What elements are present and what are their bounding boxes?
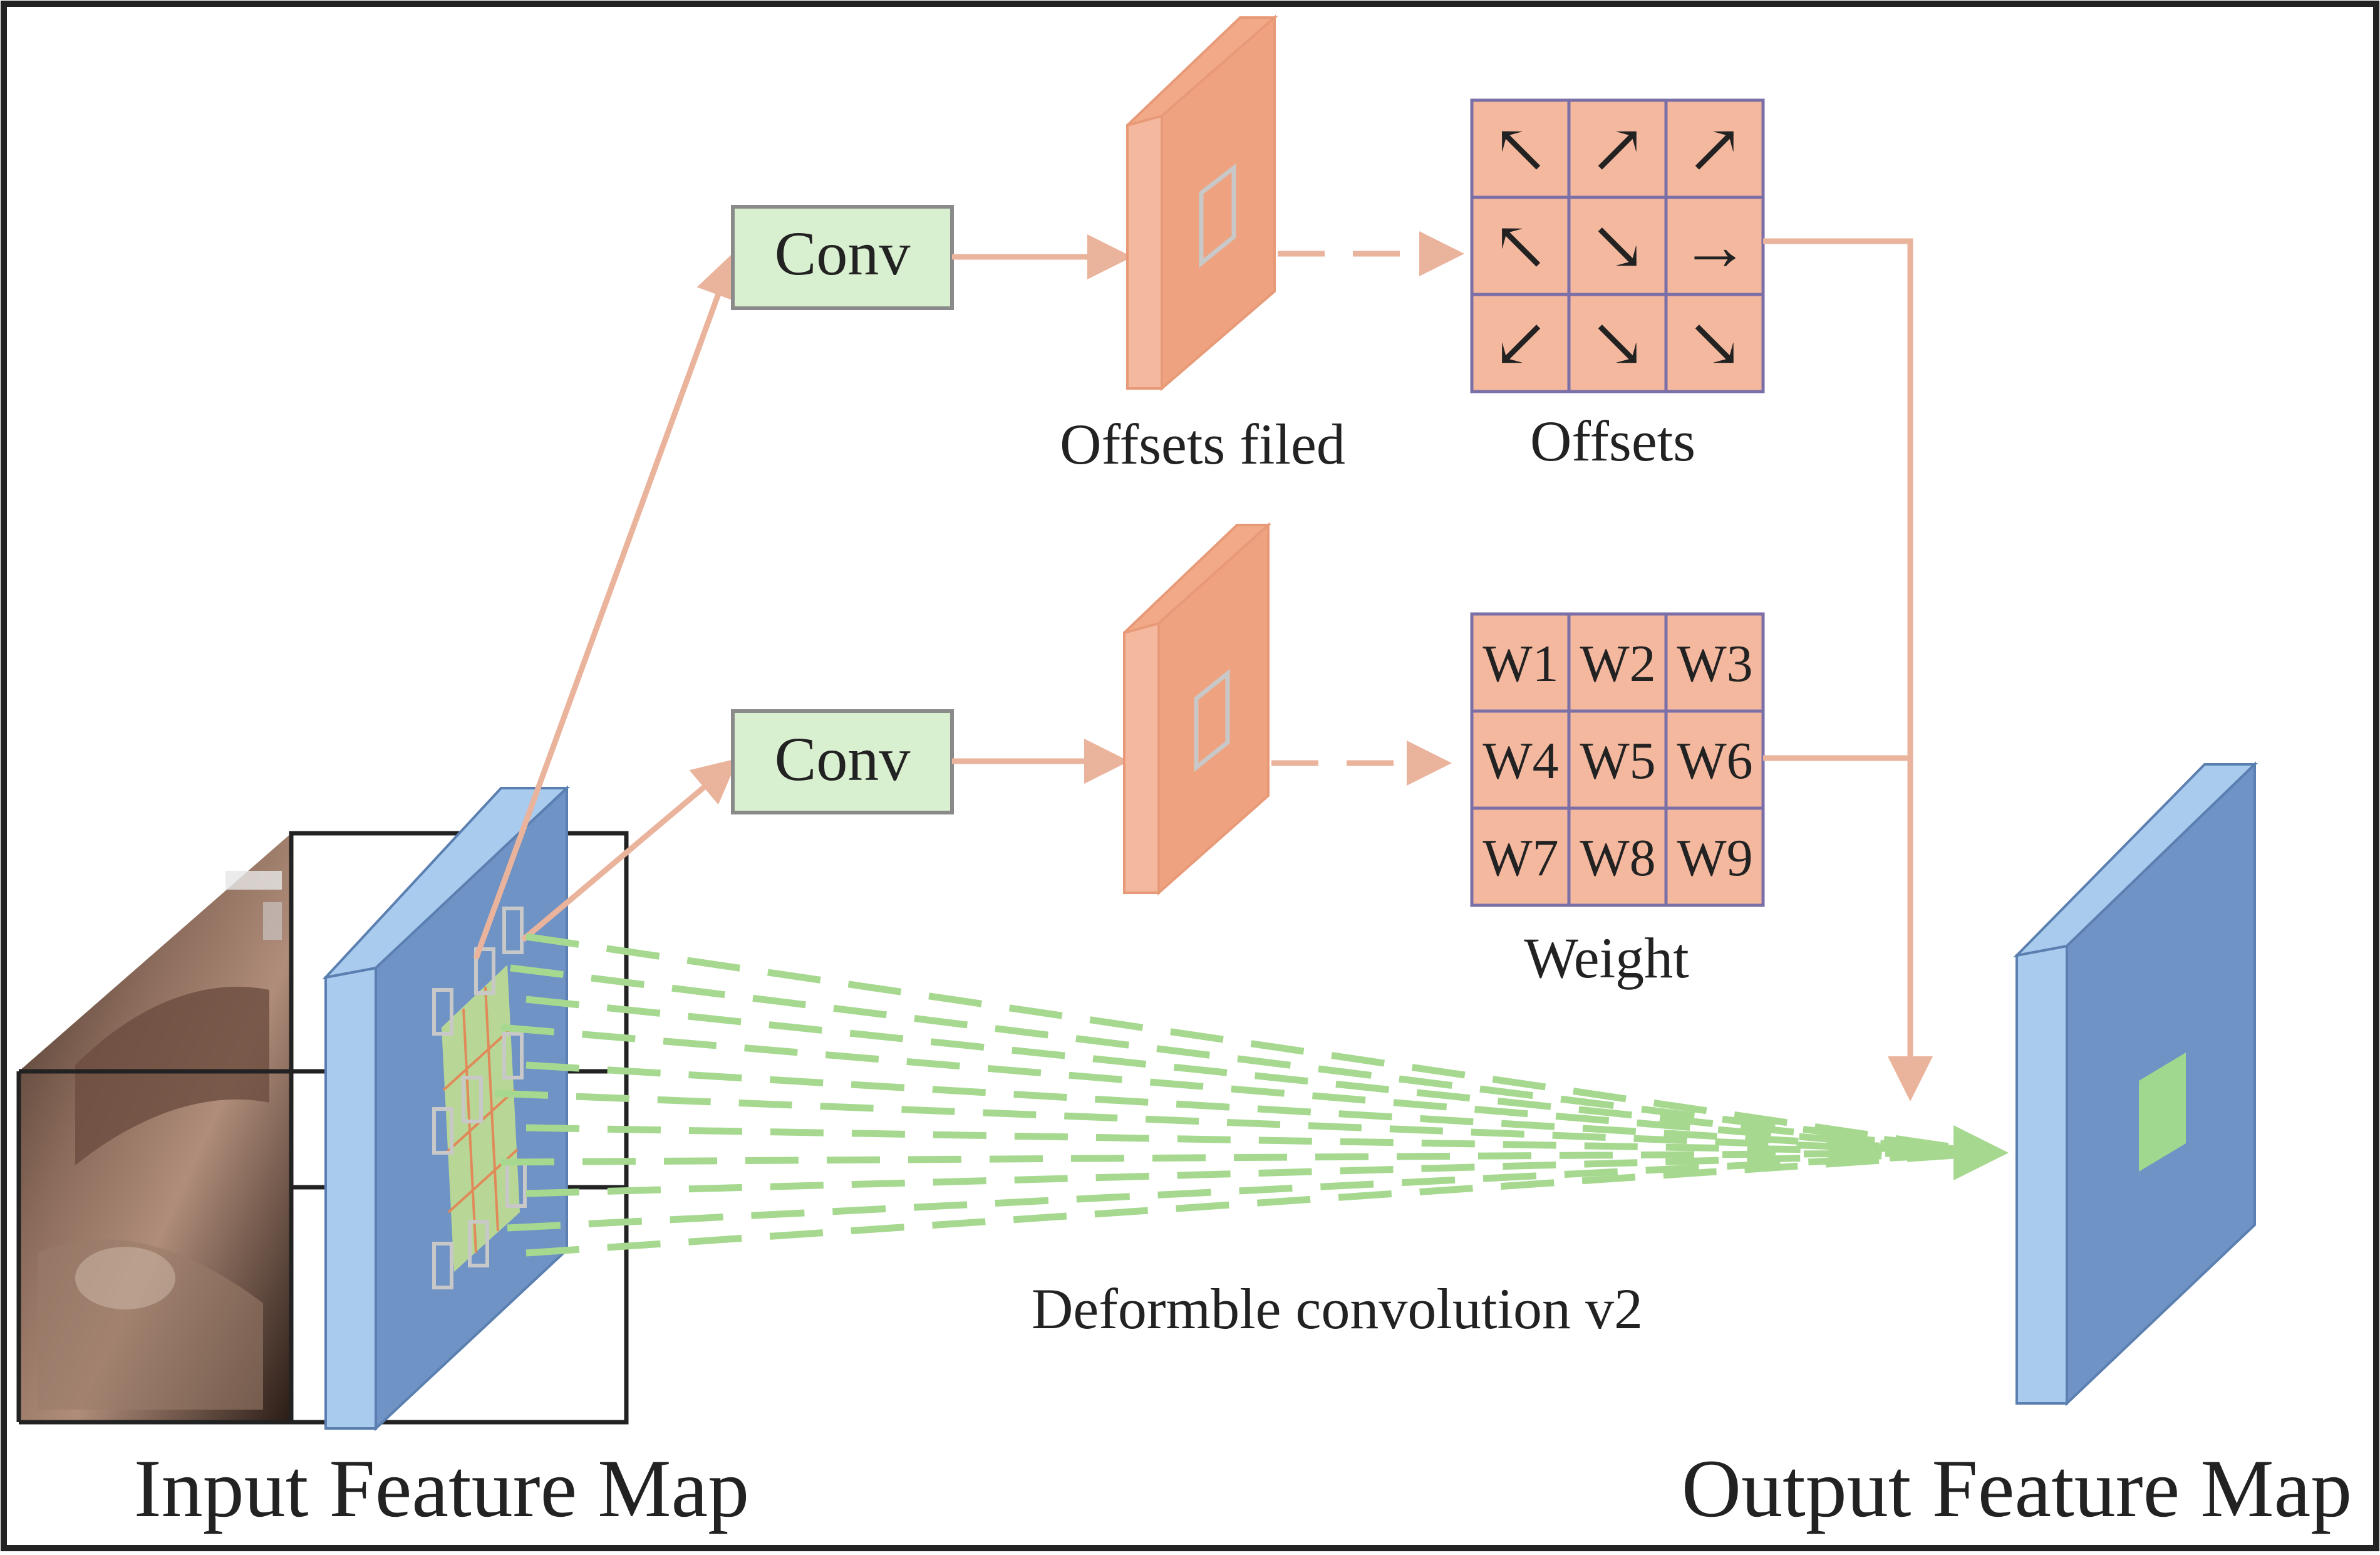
input-to-conv-bottom-line — [521, 758, 738, 942]
offset-arrow-6: → — [1680, 208, 1749, 284]
offset-arrow-2: ↗ — [1589, 111, 1647, 187]
sampling-line-6 — [494, 1090, 1992, 1157]
weight-cell-2: W2 — [1580, 635, 1655, 693]
weight-grid: W1 W2 W3 W4 W5 W6 W7 W8 W9 — [1470, 612, 1765, 907]
conv-block-bottom: Conv — [731, 709, 954, 814]
offset-arrow-7: ↙ — [1492, 305, 1550, 382]
conv-top-label: Conv — [775, 219, 911, 288]
weight-cell-9: W9 — [1677, 829, 1752, 887]
deformable-sampling-lines — [494, 933, 2009, 1257]
sampling-line-10 — [507, 1149, 1992, 1232]
output-feature-map-label: Output Feature Map — [1682, 1442, 2352, 1534]
weight-field-window — [1194, 668, 1230, 772]
weight-field-slab — [1123, 522, 1272, 896]
offsets-field-label: Offsets filed — [1060, 412, 1345, 476]
offset-arrow-9: ↘ — [1686, 305, 1744, 382]
conv-block-top: Conv — [731, 205, 954, 310]
output-map-side — [2015, 944, 2068, 1405]
input-feature-map — [322, 785, 571, 1432]
deformable-conv-label: Deformble convolution v2 — [1032, 1277, 1643, 1341]
offsets-field-window — [1199, 163, 1236, 268]
input-feature-map-label: Input Feature Map — [134, 1442, 749, 1534]
sampling-line-1 — [525, 933, 1992, 1157]
sampling-line-5 — [525, 1061, 1992, 1157]
output-feature-map — [2013, 761, 2258, 1407]
sampling-line-7 — [525, 1124, 1992, 1157]
weight-cell-8: W8 — [1580, 829, 1655, 887]
sampling-line-2 — [510, 964, 1992, 1157]
combine-lines — [1763, 238, 1933, 1101]
sampling-line-4 — [500, 1024, 1992, 1157]
output-green-patch — [2139, 1053, 2186, 1172]
input-photo — [19, 833, 291, 1422]
weight-cell-1: W1 — [1482, 635, 1558, 693]
offset-arrow-8: ↘ — [1589, 305, 1647, 382]
sampling-line-9 — [525, 1149, 1992, 1197]
offset-arrow-4: ↖ — [1492, 208, 1550, 284]
offset-arrow-5: ↘ — [1589, 208, 1647, 284]
weight-cell-3: W3 — [1677, 635, 1752, 693]
sampling-line-11 — [525, 1149, 1992, 1257]
sampling-line-3 — [525, 996, 1992, 1157]
input-map-side — [324, 966, 377, 1430]
input-to-conv-top-line — [473, 252, 740, 960]
conv-bottom-label: Conv — [775, 724, 911, 794]
offsets-label: Offsets — [1530, 409, 1695, 473]
offset-arrow-1: ↖ — [1492, 111, 1550, 187]
offset-arrow-3: ↗ — [1686, 111, 1744, 187]
weight-cell-6: W6 — [1677, 732, 1752, 790]
weight-cell-7: W7 — [1482, 829, 1558, 887]
sampling-line-8 — [500, 1149, 1992, 1166]
offsets-grid: ↖ ↗ ↗ ↖ ↘ → ↙ ↘ ↘ — [1470, 98, 1765, 393]
offsets-field-slab — [1126, 14, 1278, 392]
weight-cell-5: W5 — [1580, 732, 1655, 790]
weight-label: Weight — [1524, 926, 1689, 990]
weight-cell-4: W4 — [1482, 732, 1558, 790]
